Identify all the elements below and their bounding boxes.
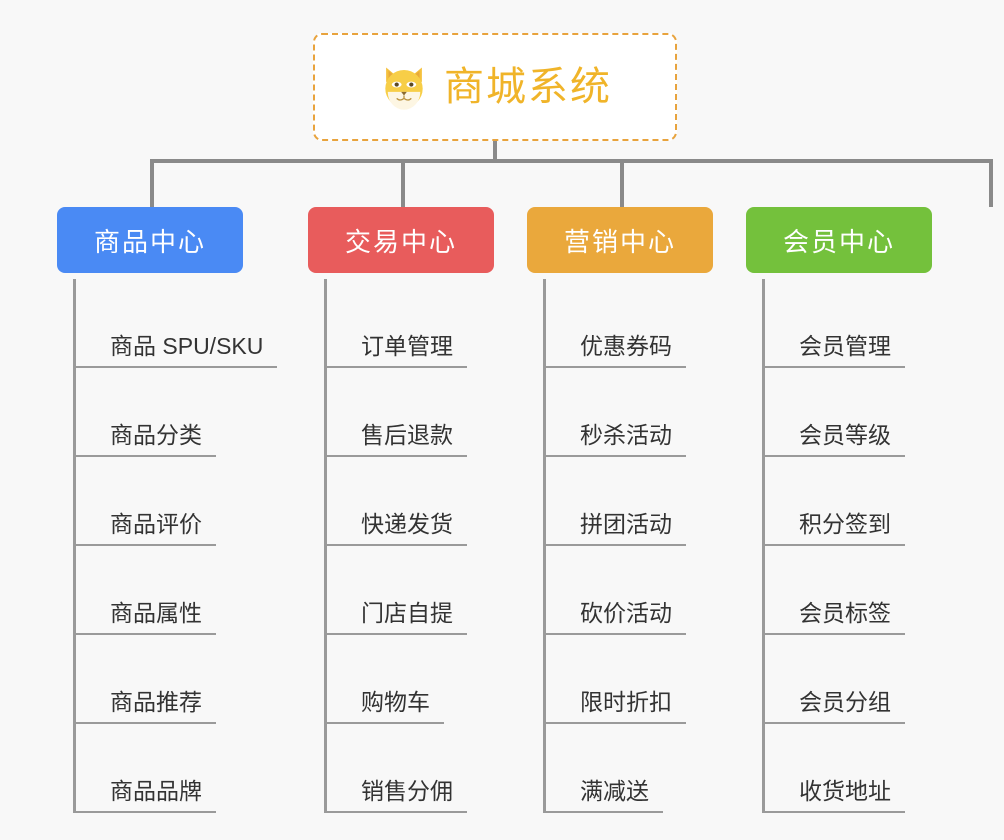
- list-item[interactable]: 拼团活动: [546, 457, 713, 546]
- leaf-label: 商品评价: [110, 511, 202, 537]
- category-box-4[interactable]: 会员中心: [746, 207, 932, 273]
- category-label-4: 会员中心: [782, 226, 895, 257]
- list-item[interactable]: 会员标签: [765, 546, 932, 635]
- list-item[interactable]: 商品 SPU/SKU: [76, 279, 277, 368]
- leaf-label: 优惠券码: [580, 333, 672, 359]
- list-item[interactable]: 收货地址: [765, 724, 932, 813]
- connector-root-stem: [493, 141, 497, 162]
- leaf-label: 拼团活动: [580, 511, 672, 537]
- leaf-underline: [76, 544, 216, 546]
- leaf-list-3: 优惠券码 秒杀活动 拼团活动 砍价活动 限时折扣 满减送: [543, 279, 713, 813]
- leaf-label: 会员等级: [799, 422, 891, 448]
- leaf-label: 会员管理: [799, 333, 891, 359]
- leaf-label: 快递发货: [361, 511, 453, 537]
- list-item[interactable]: 商品推荐: [76, 635, 277, 724]
- list-item[interactable]: 售后退款: [327, 368, 494, 457]
- leaf-list-2: 订单管理 售后退款 快递发货 门店自提 购物车 销售分佣: [324, 279, 494, 813]
- leaf-underline: [76, 455, 216, 457]
- leaf-label: 会员标签: [799, 600, 891, 626]
- category-label-1: 商品中心: [93, 226, 206, 257]
- list-item[interactable]: 商品属性: [76, 546, 277, 635]
- leaf-underline: [546, 633, 686, 635]
- leaf-underline: [765, 544, 905, 546]
- leaf-list-1: 商品 SPU/SKU 商品分类 商品评价 商品属性 商品推荐 商品品牌: [73, 279, 277, 813]
- root-title: 商城系统: [444, 65, 612, 109]
- leaf-underline: [327, 722, 444, 724]
- leaf-label: 门店自提: [361, 600, 453, 626]
- connector-drop-2: [401, 159, 405, 207]
- leaf-label: 商品属性: [110, 600, 202, 626]
- category-label-2: 交易中心: [344, 226, 457, 257]
- leaf-label: 售后退款: [361, 422, 453, 448]
- leaf-underline: [765, 811, 905, 813]
- leaf-underline: [327, 811, 467, 813]
- list-item[interactable]: 会员分组: [765, 635, 932, 724]
- leaf-underline: [327, 366, 467, 368]
- root-node[interactable]: 商城系统: [313, 33, 677, 141]
- leaf-underline: [546, 544, 686, 546]
- leaf-label: 会员分组: [799, 689, 891, 715]
- leaf-underline: [76, 633, 216, 635]
- list-item[interactable]: 订单管理: [327, 279, 494, 368]
- connector-drop-4: [989, 159, 993, 207]
- list-item[interactable]: 门店自提: [327, 546, 494, 635]
- leaf-label: 积分签到: [799, 511, 891, 537]
- list-item[interactable]: 积分签到: [765, 457, 932, 546]
- branch-trade-center: 交易中心 订单管理 售后退款 快递发货 门店自提 购物车: [308, 207, 494, 813]
- leaf-label: 商品分类: [110, 422, 202, 448]
- leaf-underline: [546, 811, 663, 813]
- branch-marketing-center: 营销中心 优惠券码 秒杀活动 拼团活动 砍价活动 限时折扣: [527, 207, 713, 813]
- leaf-underline: [546, 366, 686, 368]
- leaf-underline: [76, 722, 216, 724]
- list-item[interactable]: 会员等级: [765, 368, 932, 457]
- leaf-label: 购物车: [361, 689, 430, 715]
- leaf-underline: [765, 455, 905, 457]
- connector-drop-1: [150, 159, 154, 207]
- leaf-underline: [765, 633, 905, 635]
- leaf-underline: [546, 722, 686, 724]
- leaf-underline: [327, 633, 467, 635]
- leaf-label: 商品推荐: [110, 689, 202, 715]
- branch-product-center: 商品中心 商品 SPU/SKU 商品分类 商品评价 商品属性 商品推荐: [57, 207, 277, 813]
- leaf-label: 秒杀活动: [580, 422, 672, 448]
- list-item[interactable]: 限时折扣: [546, 635, 713, 724]
- leaf-underline: [765, 722, 905, 724]
- leaf-label: 商品品牌: [110, 778, 202, 804]
- leaf-label: 收货地址: [799, 778, 891, 804]
- connector-drop-3: [620, 159, 624, 207]
- list-item[interactable]: 砍价活动: [546, 546, 713, 635]
- leaf-underline: [76, 811, 216, 813]
- leaf-underline: [765, 366, 905, 368]
- leaf-label: 订单管理: [361, 333, 453, 359]
- list-item[interactable]: 快递发货: [327, 457, 494, 546]
- category-box-2[interactable]: 交易中心: [308, 207, 494, 273]
- list-item[interactable]: 秒杀活动: [546, 368, 713, 457]
- leaf-underline: [546, 455, 686, 457]
- leaf-underline: [327, 544, 467, 546]
- leaf-underline: [327, 455, 467, 457]
- list-item[interactable]: 销售分佣: [327, 724, 494, 813]
- leaf-label: 商品 SPU/SKU: [110, 333, 264, 359]
- connector-horizontal-bus: [150, 159, 993, 163]
- list-item[interactable]: 商品品牌: [76, 724, 277, 813]
- category-box-3[interactable]: 营销中心: [527, 207, 713, 273]
- leaf-label: 满减送: [580, 778, 649, 804]
- shiba-dog-face-icon: [385, 67, 423, 110]
- leaf-underline: [76, 366, 277, 368]
- leaf-label: 砍价活动: [580, 600, 672, 626]
- list-item[interactable]: 优惠券码: [546, 279, 713, 368]
- leaf-label: 限时折扣: [580, 689, 672, 715]
- category-box-1[interactable]: 商品中心: [57, 207, 243, 273]
- list-item[interactable]: 会员管理: [765, 279, 932, 368]
- list-item[interactable]: 商品评价: [76, 457, 277, 546]
- list-item[interactable]: 购物车: [327, 635, 494, 724]
- list-item[interactable]: 商品分类: [76, 368, 277, 457]
- list-item[interactable]: 满减送: [546, 724, 713, 813]
- leaf-list-4: 会员管理 会员等级 积分签到 会员标签 会员分组 收货地址: [762, 279, 932, 813]
- leaf-label: 销售分佣: [361, 778, 453, 804]
- branch-member-center: 会员中心 会员管理 会员等级 积分签到 会员标签 会员分组: [746, 207, 932, 813]
- category-label-3: 营销中心: [563, 226, 676, 257]
